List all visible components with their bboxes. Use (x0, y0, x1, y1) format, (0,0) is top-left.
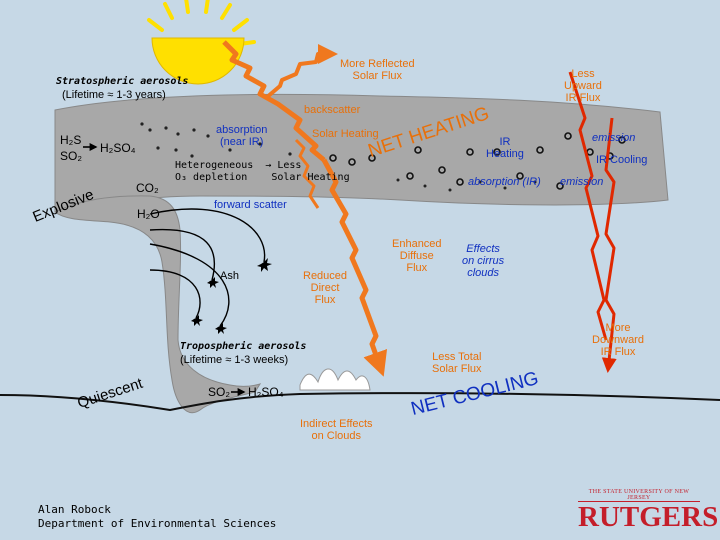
ir-cooling-label: IR Cooling (596, 154, 648, 166)
downward-ir-arrow (601, 117, 617, 373)
rutgers-logo-wordmark: RUTGERS (578, 501, 719, 533)
forward-scatter-arrow (294, 138, 320, 209)
less-total-label: Less Total Solar Flux (432, 351, 482, 375)
more-downward-label: More Downward IR Flux (592, 322, 644, 358)
more-reflected-label: More Reflected Solar Flux (340, 58, 415, 82)
aerosol-particles (140, 122, 292, 158)
tropospheric-cloud (299, 368, 371, 391)
strat-aerosol-lifetime: (Lifetime ≈ 1-3 years) (62, 89, 166, 101)
h2so4-low-label: H₂SO₄ (248, 385, 284, 399)
emission2-label: emission (560, 176, 604, 188)
reflected-solar-arrow (264, 44, 338, 100)
h2s-label: H₂S (60, 133, 82, 147)
author-department: Department of Environmental Sciences (38, 517, 277, 530)
rutgers-logo-tagline: THE STATE UNIVERSITY OF NEW JERSEY (578, 489, 700, 502)
tropo-aerosol-lifetime: (Lifetime ≈ 1-3 weeks) (180, 354, 289, 366)
absorption-nearir-label: absorption (near IR) (216, 124, 268, 148)
ash-label: Ash (220, 270, 239, 282)
rutgers-logo: THE STATE UNIVERSITY OF NEW JERSEY RUTGE… (578, 489, 719, 533)
forward-scatter-label: forward scatter (214, 199, 287, 211)
less-upward-label: Less Upward IR Flux (564, 68, 602, 104)
heterogeneous-label: Heterogeneous → Less O₃ depletion Solar … (175, 160, 350, 183)
solar-heating-label: Solar Heating (312, 128, 379, 140)
backscatter-label: backscatter (304, 104, 361, 116)
ash-trajectories (149, 208, 266, 327)
author-credit: Alan Robock Department of Environmental … (38, 503, 276, 531)
so2-low-label: SO₂ (208, 385, 230, 399)
so2-top-label: SO₂ (60, 149, 82, 163)
indirect-effects-label: Indirect Effects on Clouds (300, 418, 373, 442)
sun-icon (147, 0, 256, 85)
h2so4-top-label: H₂SO₄ (100, 141, 136, 155)
ground-line (0, 392, 720, 412)
enhanced-diffuse-label: Enhanced Diffuse Flux (392, 238, 442, 274)
absorption-ir-label: absorption (IR) (468, 176, 541, 188)
incoming-solar-lower (321, 158, 388, 377)
ash-particles (191, 258, 272, 334)
tropo-aerosol-title: Tropospheric aerosols (180, 341, 307, 352)
upward-ir-arrow (568, 71, 608, 341)
ir-heating-label: IR Heating (486, 136, 524, 160)
incoming-solar-arrow (222, 40, 326, 162)
effects-cirrus-label: Effects on cirrus clouds (462, 243, 505, 279)
small-particles (396, 178, 537, 192)
strat-aerosol-title: Stratospheric aerosols (56, 76, 189, 87)
reduced-direct-label: Reduced Direct Flux (303, 270, 348, 306)
author-name: Alan Robock (38, 503, 111, 516)
h2o-label: H₂O (137, 207, 160, 221)
co2-label: CO₂ (136, 181, 159, 195)
emission-label: emission (592, 132, 636, 144)
